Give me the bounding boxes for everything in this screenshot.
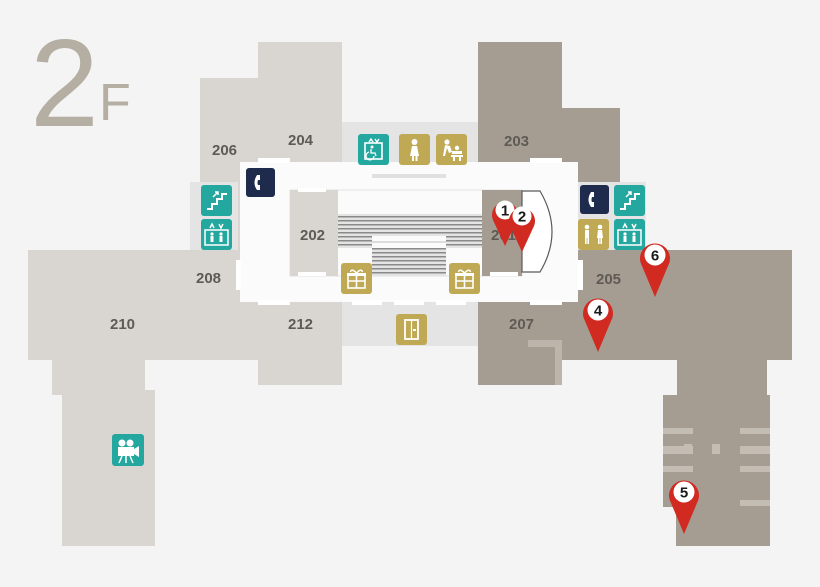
escalator-3 — [372, 248, 446, 276]
wing-fixtures — [663, 428, 770, 506]
floor-letter: F — [98, 74, 131, 132]
zone-east-notch — [528, 340, 562, 385]
elevator-icon[interactable] — [614, 219, 645, 250]
room-label-205: 205 — [596, 271, 621, 288]
floor-number: 2 — [30, 15, 99, 153]
stairs-icon[interactable] — [201, 185, 232, 216]
escalator-2 — [372, 214, 446, 236]
gift-icon[interactable] — [449, 263, 480, 294]
room-label-202: 202 — [300, 227, 325, 244]
escalator-4 — [446, 214, 482, 248]
room-label-212: 212 — [288, 316, 313, 333]
room-label-208: 208 — [196, 270, 221, 287]
map-pin-6[interactable]: 6 — [640, 243, 670, 297]
locker-icon[interactable] — [396, 314, 427, 345]
gift-icon[interactable] — [341, 263, 372, 294]
restroom-women-icon[interactable] — [399, 134, 430, 165]
pin-label-6: 6 — [651, 248, 659, 265]
door-markers — [236, 158, 583, 305]
room-label-206: 206 — [212, 142, 237, 159]
room-label-204: 204 — [288, 132, 314, 149]
map-pin-5[interactable]: 5 — [669, 480, 699, 534]
pin-label-2: 2 — [518, 209, 526, 226]
cinema-icon[interactable] — [112, 434, 144, 466]
map-pin-2[interactable]: 2 — [509, 206, 535, 253]
room-202-block — [290, 190, 338, 276]
phone-icon[interactable] — [580, 185, 609, 214]
room-label-207: 207 — [509, 316, 534, 333]
floor-title: 2F — [30, 22, 131, 146]
stairs-icon[interactable] — [614, 185, 645, 216]
accessible-elevator-icon[interactable] — [358, 134, 389, 165]
baby-changing-icon[interactable] — [436, 134, 467, 165]
room-label-203: 203 — [504, 133, 529, 150]
restrooms-icon[interactable] — [578, 219, 609, 250]
pin-label-5: 5 — [680, 485, 688, 502]
pin-label-4: 4 — [594, 303, 603, 320]
room-label-210: 210 — [110, 316, 135, 333]
phone-icon[interactable] — [246, 168, 275, 197]
escalator-1 — [338, 214, 372, 248]
elevator-icon[interactable] — [201, 219, 232, 250]
map-pin-1[interactable]: 1 — [492, 200, 518, 247]
pin-label-1: 1 — [501, 203, 509, 220]
map-pin-4[interactable]: 4 — [583, 298, 613, 352]
